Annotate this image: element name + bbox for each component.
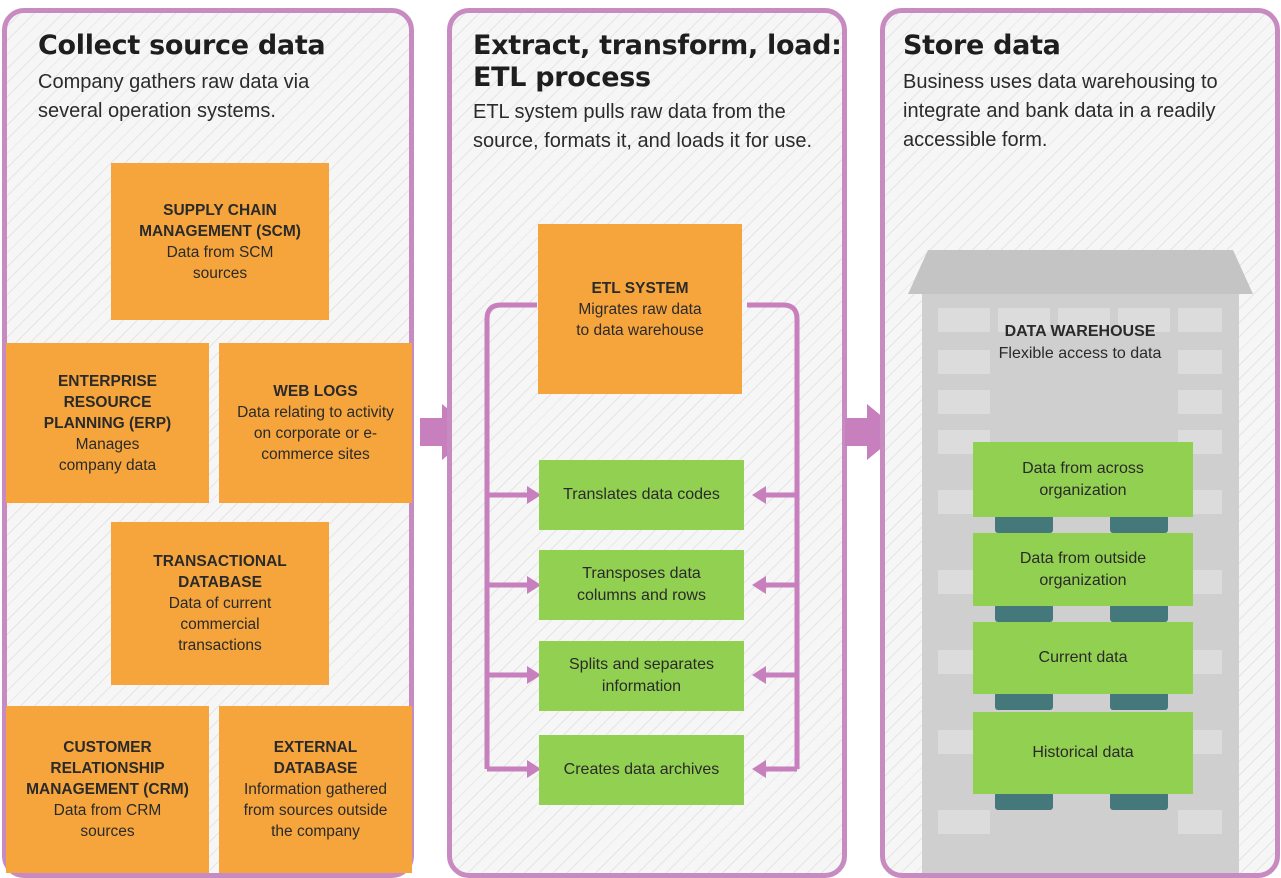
layer-connector	[995, 515, 1053, 533]
source-box-crm: CUSTOMER RELATIONSHIP MANAGEMENT (CRM) D…	[6, 706, 209, 873]
etl-step-label: Transposes data columns and rows	[577, 565, 706, 604]
warehouse-subtitle: Flexible access to data	[998, 345, 1162, 362]
etl-step-label: Creates data archives	[563, 761, 720, 778]
source-desc: Data from CRM sources	[53, 802, 162, 840]
panel-title-etl: Extract, transform, load: ETL process	[473, 30, 842, 93]
etl-step-label: Translates data codes	[563, 486, 720, 503]
layer-connector	[995, 792, 1053, 810]
etl-step-label: Splits and separates information	[569, 656, 714, 695]
layer-connector	[1110, 692, 1168, 710]
layer-connector	[995, 604, 1053, 622]
layer-connector	[1110, 604, 1168, 622]
warehouse-layer-label: Data from outside organization	[1019, 549, 1147, 589]
etl-step-splits: Splits and separates information	[539, 641, 744, 711]
panel-desc-etl: ETL system pulls raw data from the sourc…	[473, 101, 813, 152]
layer-connector	[995, 692, 1053, 710]
source-box-transactional: TRANSACTIONAL DATABASE Data of current c…	[111, 522, 329, 685]
etl-step-archives: Creates data archives	[539, 735, 744, 805]
source-box-weblogs: WEB LOGS Data relating to activity on co…	[219, 343, 412, 503]
etl-system-title: ETL SYSTEM	[591, 279, 689, 297]
source-box-external: EXTERNAL DATABASE Information gathered f…	[219, 706, 412, 873]
layer-connector	[1110, 792, 1168, 810]
source-title: TRANSACTIONAL DATABASE	[153, 553, 287, 591]
warehouse-layer-current: Current data	[973, 622, 1193, 694]
layer-connector	[1110, 515, 1168, 533]
panel-etl-process	[447, 8, 847, 878]
warehouse-layer-label: Historical data	[1032, 744, 1134, 761]
source-desc: Data relating to activity on corporate o…	[237, 404, 394, 463]
flow-arrow-icon	[845, 404, 901, 460]
etl-system-box: ETL SYSTEM Migrates raw data to data war…	[538, 224, 742, 394]
warehouse-layer-label: Current data	[1038, 649, 1128, 666]
panel-title-store: Store data	[903, 30, 1061, 61]
source-box-erp: ENTERPRISE RESOURCE PLANNING (ERP) Manag…	[6, 343, 209, 503]
source-desc: Information gathered from sources outsid…	[243, 781, 388, 840]
panel-desc-collect: Company gathers raw data via several ope…	[38, 71, 310, 122]
source-title: CUSTOMER RELATIONSHIP MANAGEMENT (CRM)	[26, 739, 189, 798]
warehouse-layer-label: Data from across organization	[1022, 459, 1144, 499]
source-desc: Data from SCM sources	[166, 243, 274, 282]
warehouse-layer-across-org: Data from across organization	[973, 442, 1193, 517]
source-title: SUPPLY CHAIN MANAGEMENT (SCM)	[139, 201, 301, 240]
source-title: ENTERPRISE RESOURCE PLANNING (ERP)	[43, 372, 172, 432]
warehouse-label: DATA WAREHOUSE Flexible access to data	[960, 318, 1200, 368]
source-desc: Manages company data	[58, 435, 157, 474]
warehouse-layer-outside-org: Data from outside organization	[973, 533, 1193, 606]
panel-desc-store: Business uses data warehousing to integr…	[903, 71, 1218, 151]
etl-system-desc: Migrates raw data to data warehouse	[576, 300, 704, 339]
panel-title-collect: Collect source data	[38, 30, 326, 61]
warehouse-title: DATA WAREHOUSE	[1004, 323, 1156, 340]
source-box-scm: SUPPLY CHAIN MANAGEMENT (SCM) Data from …	[111, 163, 329, 320]
etl-loop-diagram	[484, 302, 800, 778]
source-desc: Data of current commercial transactions	[168, 595, 272, 654]
etl-step-translates: Translates data codes	[539, 460, 744, 530]
source-title: WEB LOGS	[273, 383, 358, 400]
etl-step-transposes: Transposes data columns and rows	[539, 550, 744, 620]
warehouse-layer-historical: Historical data	[973, 712, 1193, 794]
source-title: EXTERNAL DATABASE	[273, 739, 358, 777]
